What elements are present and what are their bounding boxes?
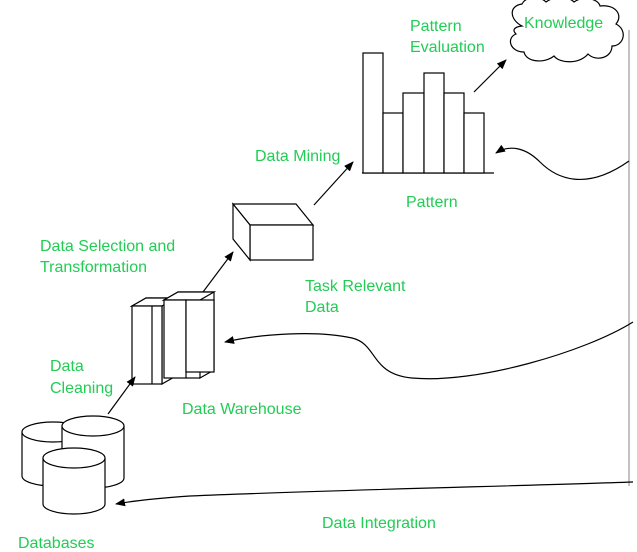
- data-cleaning-arrow: [107, 376, 136, 415]
- task-relevant-data-label: Task Relevant: [305, 278, 406, 295]
- data-mining-arrow: [313, 161, 354, 206]
- knowledge-label: Knowledge: [524, 15, 603, 32]
- pattern-bar: [402, 92, 425, 174]
- pattern-chart-icon: [362, 52, 494, 174]
- pattern-bar: [362, 52, 384, 174]
- pattern-label: Pattern: [406, 194, 458, 211]
- data-cleaning-label: Cleaning: [50, 380, 113, 397]
- data-integration-label: Data Integration: [322, 515, 436, 532]
- task-relevant-data-label: Data: [305, 299, 339, 316]
- task-relevant-data-icon: [231, 202, 315, 262]
- warehouse-block: [161, 291, 217, 380]
- databases-label: Databases: [18, 535, 95, 552]
- feedback-arrow-task-data: [224, 321, 634, 380]
- pattern-evaluation-label: Pattern: [410, 18, 462, 35]
- data-cleaning-label: Data: [50, 358, 84, 375]
- data-warehouse-icon: [129, 291, 217, 386]
- data-integration-arrow: [115, 481, 634, 507]
- selection-transformation-label: Transformation: [40, 259, 147, 276]
- data-mining-label: Data Mining: [255, 148, 340, 165]
- selection-transformation-label: Data Selection and: [40, 238, 175, 255]
- feedback-arrow-pattern: [495, 144, 630, 181]
- database-cylinder: [42, 447, 106, 515]
- pattern-bar: [463, 112, 485, 174]
- data-warehouse-label: Data Warehouse: [182, 401, 302, 418]
- pattern-bar: [423, 72, 445, 174]
- pattern-bar: [443, 92, 465, 174]
- selection-transformation-arrow: [202, 251, 234, 293]
- pattern-evaluation-label: Evaluation: [410, 39, 485, 56]
- pattern-evaluation-arrow: [473, 59, 507, 93]
- pattern-bar: [382, 112, 404, 174]
- knowledge-cloud-icon: [509, 0, 624, 63]
- databases-icon: [21, 415, 125, 515]
